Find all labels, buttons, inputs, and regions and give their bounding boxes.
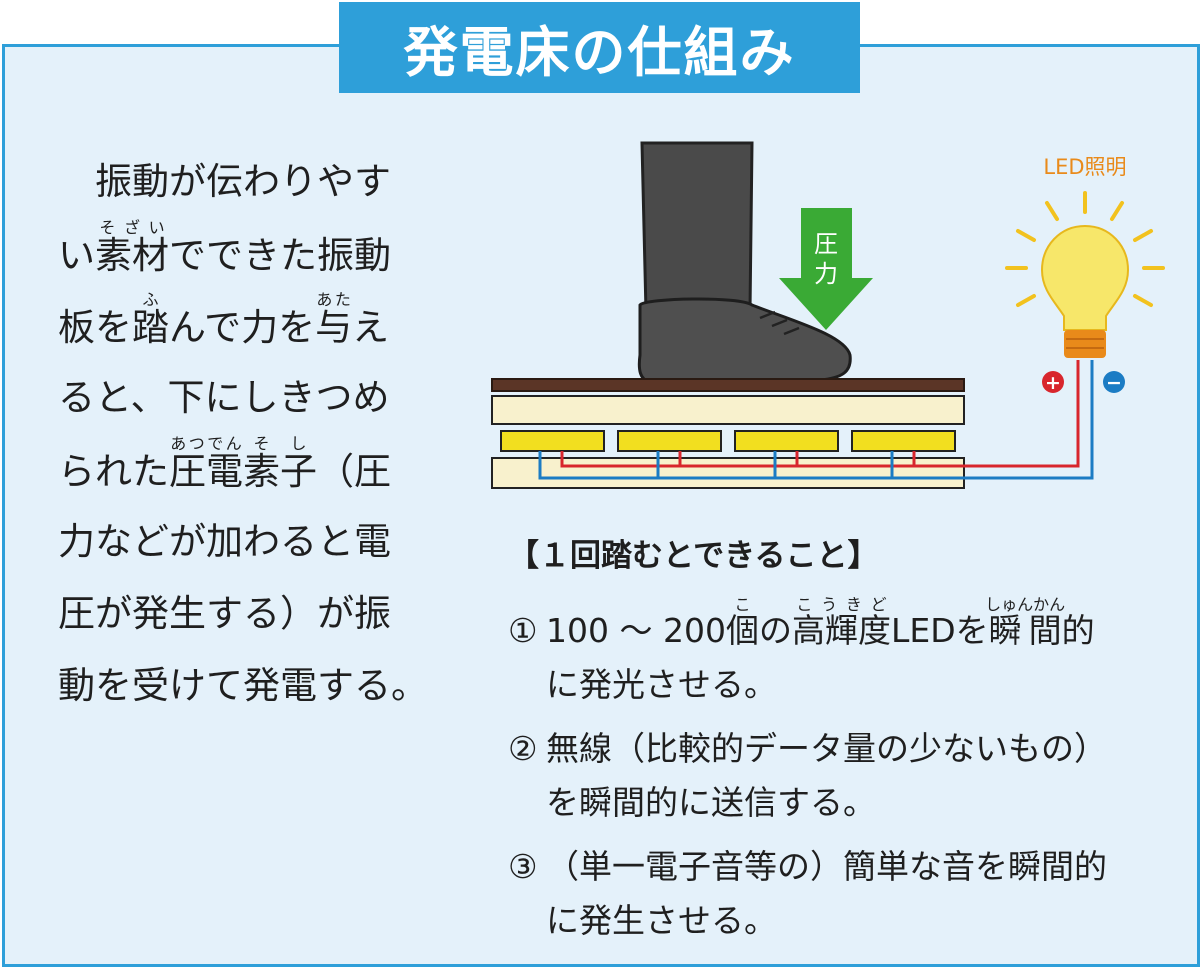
- arrow-label-1: 圧: [814, 230, 838, 258]
- text-segment: LEDを: [890, 611, 989, 650]
- content-panel: [2, 44, 1200, 967]
- furigana-soshi: 素子そし: [243, 434, 317, 494]
- explanation-line: い素材そざいでできた振動: [58, 218, 448, 290]
- text-segment: （圧: [317, 450, 391, 493]
- piezo-element: [734, 430, 839, 452]
- result-item-3: ③（単一電子音等の）簡単な音を瞬間的 に発生させる。: [508, 840, 1168, 948]
- item-text: 無線（比較的データ量の少ないもの）: [546, 729, 1107, 768]
- furigana-shunkan: 瞬間しゅんかん: [985, 595, 1066, 651]
- minus-terminal-icon: [1103, 371, 1125, 393]
- piezo-element: [851, 430, 956, 452]
- furigana-fu: 踏ふ: [132, 290, 169, 350]
- furigana-atsuden: 圧電あつでん: [169, 434, 243, 494]
- pressure-arrow-icon: [779, 208, 873, 330]
- shoelace-icon: [759, 310, 800, 336]
- vibration-plate: [491, 378, 965, 392]
- item-text: （単一電子音等の）簡単な音を瞬間的: [546, 847, 1107, 886]
- text-segment: の: [758, 611, 792, 650]
- item-number: ②: [508, 729, 538, 768]
- furigana-sozai: 素材そざい: [95, 218, 169, 278]
- title-banner: 発電床の仕組み: [339, 2, 860, 93]
- explanation-paragraph: 振動が伝わりやす い素材そざいでできた振動 板を踏ふんで力を与あたえ ると、下に…: [58, 146, 448, 722]
- furigana-ata: 与あた: [315, 290, 353, 350]
- item-continuation: に発生させる。: [546, 901, 777, 940]
- explanation-line: 板を踏ふんで力を与あたえ: [58, 290, 448, 362]
- piezo-element: [500, 430, 605, 452]
- text-segment: 的: [1061, 611, 1095, 650]
- lower-layer: [491, 457, 965, 489]
- explanation-line: 動を受けて発電する。: [58, 664, 428, 707]
- blue-wire: [538, 360, 1094, 480]
- item-continuation: を瞬間的に送信する。: [546, 783, 876, 822]
- red-wire: [560, 360, 1080, 468]
- text-segment: られた: [58, 450, 169, 493]
- explanation-line: ると、下にしきつめ: [58, 376, 390, 419]
- furigana-ko: 個こ: [725, 595, 759, 651]
- led-label: LED照明: [1043, 155, 1126, 179]
- power-floor-diagram: 圧 力 LED照明: [491, 141, 1165, 489]
- explanation-line: 振動が伝わりやす: [58, 160, 391, 203]
- item-number: ③: [508, 847, 538, 886]
- text-segment: い: [58, 234, 95, 277]
- arrow-label-2: 力: [814, 260, 838, 288]
- plus-sign: +: [1045, 372, 1061, 394]
- led-bulb-icon: [1005, 191, 1165, 358]
- furigana-kokido: 高輝度こうきど: [791, 595, 891, 651]
- text-segment: 100 ～ 200: [546, 611, 726, 650]
- upper-layer: [491, 395, 965, 425]
- minus-sign: −: [1106, 372, 1122, 394]
- text-segment: んで力を: [169, 306, 316, 349]
- plus-terminal-icon: [1042, 371, 1064, 393]
- explanation-line: られた圧電あつでん素子そし（圧: [58, 434, 448, 506]
- piezo-element: [617, 430, 722, 452]
- explanation-line: 力などが加わると電: [58, 520, 391, 563]
- results-heading: 【１回踏むとできること】: [508, 538, 879, 574]
- item-continuation: に発光させる。: [546, 665, 777, 704]
- item-number: ①: [508, 611, 538, 650]
- text-segment: 板を: [58, 306, 132, 349]
- page-title: 発電床の仕組み: [403, 21, 796, 84]
- text-segment: え: [352, 306, 390, 349]
- leg-illustration: [640, 141, 754, 314]
- explanation-line: 圧が発生する）が振: [58, 592, 391, 635]
- text-segment: でできた振動: [169, 234, 391, 277]
